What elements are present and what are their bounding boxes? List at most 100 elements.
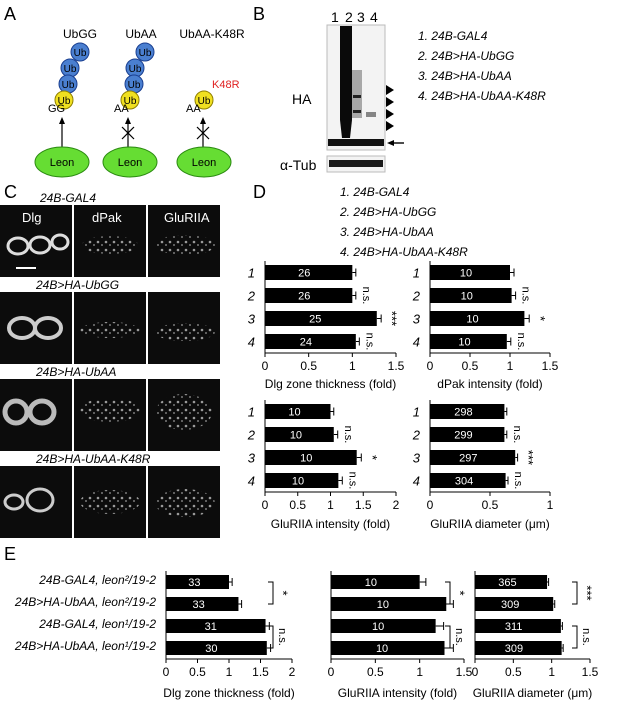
speckle-cluster: [80, 490, 140, 514]
leon-ellipse: [102, 146, 158, 178]
bar: [265, 334, 356, 349]
bar: [166, 619, 266, 633]
bar: [430, 265, 510, 280]
ubgg-title: UbGG: [63, 27, 97, 41]
ubaa-tail: AA: [114, 103, 129, 115]
blot-legend-line: 4. 24B>HA-UbAA-K48R: [418, 89, 546, 103]
bar-n-label: 10: [458, 337, 470, 349]
panel-a-schematic: UbGG Ub Ub Ub Ub GG Leon UbAA Ub Ub Ub U…: [34, 27, 245, 178]
speckle-cluster: [155, 489, 215, 517]
significance-label: *: [533, 316, 548, 321]
bar: [430, 288, 512, 303]
significance-label: n.s.: [515, 333, 527, 351]
significance-label: ***: [521, 450, 536, 465]
x-axis-label: Dlg zone thickness (fold): [265, 377, 396, 391]
bar-n-label: 30: [205, 643, 217, 655]
x-tick-label: 0.5: [289, 498, 306, 512]
bar-n-label: 309: [501, 599, 519, 611]
x-tick-label: 2: [393, 498, 400, 512]
x-tick-label: 2: [289, 665, 296, 679]
significance-bracket: [445, 581, 451, 605]
speckle-cluster: [82, 236, 138, 254]
bar: [430, 404, 505, 419]
x-tick-label: 1: [416, 665, 423, 679]
bar-n-label: 33: [188, 577, 200, 589]
ubgg-chain: Ub Ub Ub Ub GG: [48, 42, 90, 115]
bar-n-label: 24: [300, 337, 312, 349]
bar-n-label: 10: [376, 643, 388, 655]
leon-label: Leon: [118, 157, 142, 169]
x-tick-label: 0: [427, 359, 434, 373]
bar-n-label: 10: [461, 291, 473, 303]
bouton-ring: [50, 233, 70, 251]
x-axis-label: dPak intensity (fold): [437, 377, 542, 391]
x-tick-label: 1: [349, 359, 356, 373]
speckle-cluster: [155, 235, 215, 255]
significance-label: n.s.: [512, 472, 524, 490]
bar: [475, 641, 562, 655]
e-row-label: 24B>HA-UbAA, leon²/19-2: [14, 595, 156, 609]
bar: [265, 404, 331, 419]
lane-2-smear: [340, 26, 352, 138]
x-tick-label: 1.5: [252, 665, 269, 679]
bar: [475, 597, 554, 611]
arrow-head-icon: [125, 117, 131, 124]
leon-ellipse: [34, 146, 90, 178]
d-legend-line: 3. 24B>HA-UbAA: [340, 225, 434, 239]
tub-band-row: [329, 160, 383, 167]
arrow-head-icon: [59, 117, 65, 124]
bar: [475, 619, 561, 633]
genotype-label: 24B>HA-UbAA: [35, 365, 116, 379]
bar: [166, 641, 267, 655]
ha-row-label: HA: [292, 91, 312, 107]
k48r-mutation-label: K48R: [212, 79, 240, 91]
x-tick-label: 1.5: [388, 359, 405, 373]
bouton-ring: [27, 398, 57, 426]
e-row-label: 24B>HA-UbAA, leon¹/19-2: [14, 639, 156, 653]
blot-legend-line: 3. 24B>HA-UbAA: [418, 69, 512, 83]
x-tick-label: 1: [327, 498, 334, 512]
bouton-ring: [6, 236, 30, 256]
row-label: 3: [248, 451, 256, 466]
lane-3-band: [353, 95, 361, 98]
lane-number: 2: [345, 9, 353, 25]
significance-label: n.s.: [511, 426, 523, 444]
row-label: 4: [413, 335, 420, 350]
bar-n-label: 25: [309, 314, 321, 326]
ub-bead-label: Ub: [64, 64, 77, 75]
panel-a-label: A: [4, 4, 16, 24]
significance-bracket: [268, 581, 274, 605]
blot-legend-line: 2. 24B>HA-UbGG: [417, 49, 514, 63]
d-legend-line: 4. 24B>HA-UbAA-K48R: [340, 245, 468, 259]
x-axis-label: Dlg zone thickness (fold): [163, 686, 294, 700]
bar-n-label: 10: [292, 476, 304, 488]
row-label: 1: [248, 266, 255, 281]
panel-b-western-blot: 1 2 3 4 HA α-Tub 1. 24B-GAL4 2. 24B>HA-U…: [280, 9, 546, 173]
significance-label: *: [365, 455, 380, 460]
ub-blue-bead: [70, 42, 90, 62]
x-tick-label: 1.5: [542, 359, 559, 373]
significance-bracket: [445, 625, 451, 649]
bar-n-label: 10: [466, 314, 478, 326]
bar: [430, 311, 525, 326]
ub-bead-label: Ub: [74, 48, 87, 59]
row-label: 1: [413, 405, 420, 420]
row-label: 2: [247, 428, 256, 443]
lane-3-band: [353, 110, 361, 113]
speckle-cluster: [80, 398, 140, 422]
x-axis-label: GluRIIA diameter (μm): [473, 686, 593, 700]
bouton-ring: [25, 487, 55, 513]
lane-3-smear: [352, 70, 362, 118]
row-label: 1: [413, 266, 420, 281]
significance-label: n.s.: [580, 628, 592, 646]
bar-n-label: 10: [288, 407, 300, 419]
leon-ellipse: [176, 146, 232, 178]
bar: [430, 427, 505, 442]
x-tick-label: 0: [472, 665, 479, 679]
d-legend-line: 2. 24B>HA-UbGG: [339, 205, 436, 219]
bar: [265, 450, 357, 465]
bar: [331, 597, 447, 611]
ub-bead-label: Ub: [58, 96, 71, 107]
x-tick-label: 1: [226, 665, 233, 679]
